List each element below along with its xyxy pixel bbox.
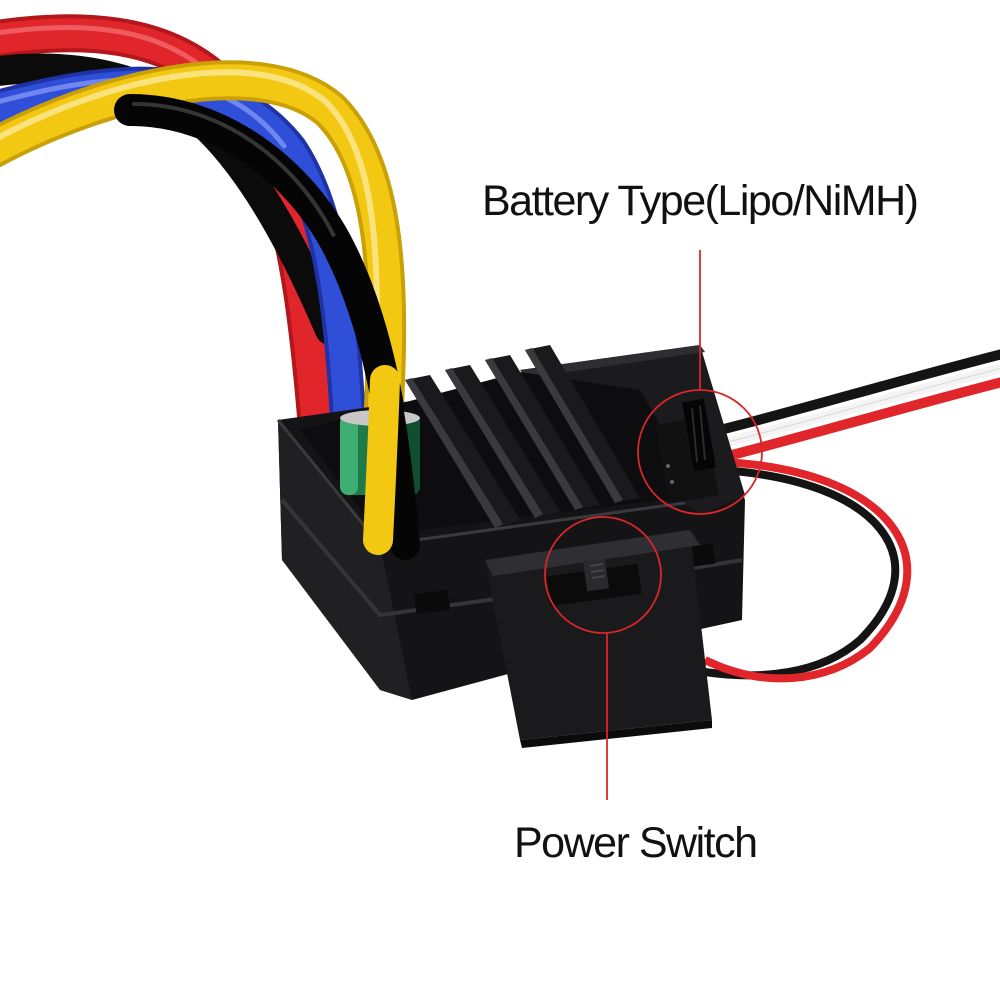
power-switch-housing	[485, 530, 712, 748]
signal-wire	[718, 349, 1000, 463]
callout-power-switch	[544, 516, 662, 800]
heatsink	[405, 345, 640, 528]
callout-battery-type	[637, 250, 763, 515]
switch-cable	[703, 458, 912, 683]
power-switch-label: Power Switch	[514, 819, 758, 867]
battery-jumper	[655, 398, 719, 504]
battery-type-label: Battery Type(Lipo/NiMH)	[482, 177, 919, 225]
callout-circle-power	[544, 516, 662, 634]
